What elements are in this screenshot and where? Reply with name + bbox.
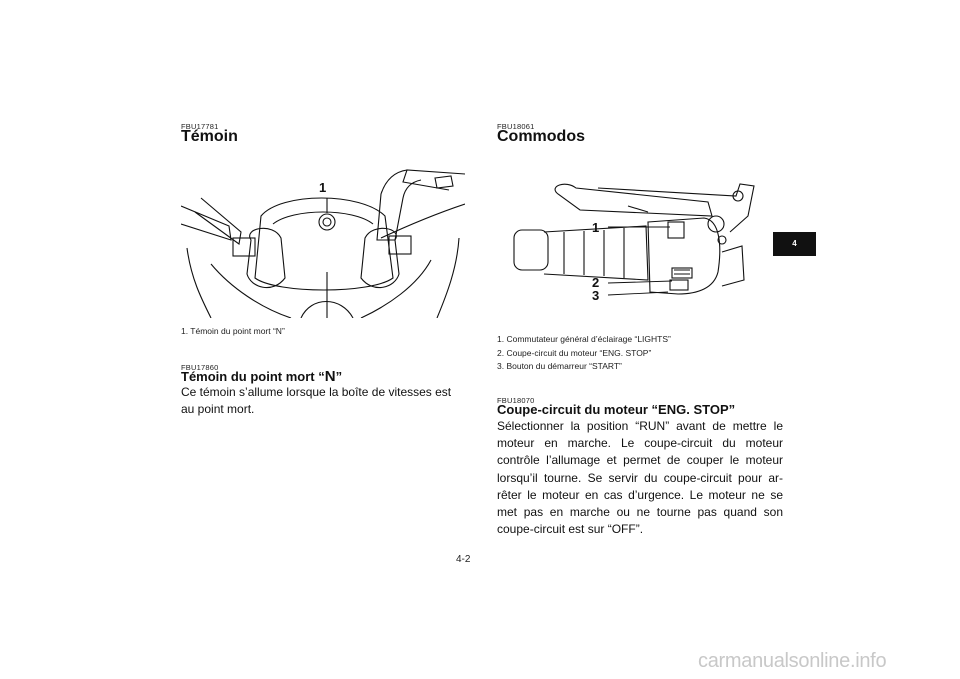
- title-text: Témoin du point mort “: [181, 369, 325, 384]
- body-text: Sélectionner la position “RUN” avant de …: [497, 418, 783, 538]
- body-line: au point mort.: [181, 402, 255, 417]
- body-line: coupe-circuit est sur “OFF”.: [497, 522, 644, 537]
- callout-2: 2: [592, 275, 599, 290]
- section-title: Témoin: [181, 128, 238, 145]
- section-code: FBU18061: [497, 122, 535, 131]
- section-title: Coupe-circuit du moteur “ENG. STOP”: [497, 402, 736, 417]
- handlebar-switches-illustration: 1 2 3: [513, 183, 755, 303]
- section-code: FBU18070: [497, 396, 535, 405]
- body-line: rêter le moteur en cas d’urgence. Le mot…: [497, 487, 783, 502]
- figure-captions: 1. Commutateur général d’éclairage “LIGH…: [497, 333, 671, 374]
- title-end: ”: [335, 369, 343, 384]
- body-line: moteur en marche. Le coupe-circuit du mo…: [497, 436, 783, 451]
- neutral-indicator-illustration: 1: [181, 169, 465, 318]
- title-n: N: [324, 368, 336, 385]
- body-line: lorsqu’il tourne. Se servir du coupe-cir…: [497, 470, 783, 485]
- section-code: FBU17781: [181, 122, 219, 131]
- watermark: carmanualsonline.info: [698, 650, 887, 672]
- body-line: Sélectionner la position “RUN” avant de …: [497, 419, 783, 433]
- section-code: FBU17860: [181, 363, 219, 372]
- body-line: met pas en marche ou ne tourne pas quand…: [497, 505, 783, 520]
- callout-3: 3: [592, 288, 599, 303]
- chapter-tab: 4: [773, 232, 816, 256]
- body-line: contrôle l’allumage et permet de couper …: [497, 453, 783, 468]
- body-text: Ce témoin s’allume lorsque la boîte de v…: [181, 384, 467, 418]
- callout-1: 1: [319, 180, 326, 195]
- section-title: Témoin du point mort “N”: [181, 368, 342, 385]
- caption-item: 3. Bouton du démarreur “START”: [497, 361, 622, 371]
- page-number: 4-2: [456, 554, 471, 565]
- caption-item: 1. Commutateur général d’éclairage “LIGH…: [497, 334, 671, 344]
- body-line: Ce témoin s’allume lorsque la boîte de v…: [181, 385, 452, 399]
- callout-1: 1: [592, 220, 599, 235]
- caption-item: 2. Coupe-circuit du moteur “ENG. STOP”: [497, 347, 652, 358]
- section-title: Commodos: [497, 128, 585, 145]
- figure-caption: 1. Témoin du point mort “N”: [181, 326, 285, 336]
